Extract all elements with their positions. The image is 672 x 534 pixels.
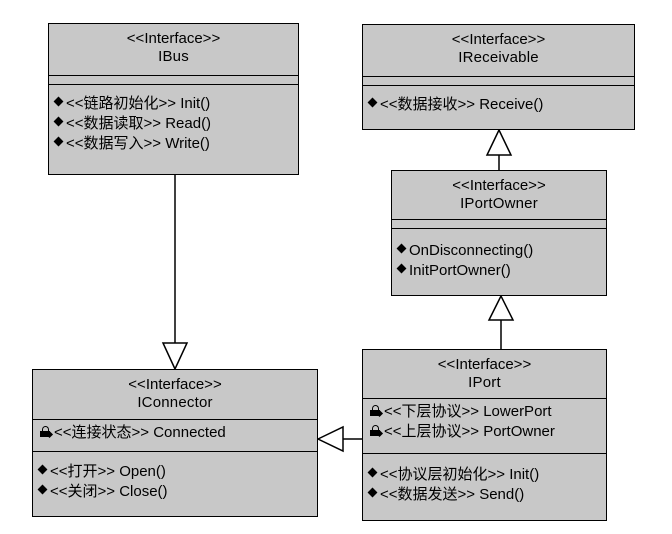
iport-separator [363,453,606,454]
ibus-header: <<Interface>> IBus [49,24,298,66]
iconnector-header: <<Interface>> IConnector [33,370,317,412]
iport-attributes: <<下层协议>> LowerPort <<上层协议>> PortOwner [369,402,602,442]
iportowner-triangle-arrow [487,294,515,321]
iconnector-attributes: <<连接状态>> Connected [39,423,313,443]
ireceivable-separator [363,76,634,77]
public-operation-icon [396,243,407,253]
public-operation-icon [367,487,378,497]
iportowner-operations: OnDisconnecting() InitPortOwner() [396,241,602,281]
iport-interface[interactable]: <<Interface>> IPort <<下层协议>> LowerPort <… [362,349,607,521]
iportowner-separator [392,219,606,220]
public-operation-icon [367,467,378,477]
protected-attribute-icon [369,425,384,438]
iport-header: <<Interface>> IPort [363,350,606,392]
public-operation-icon [396,263,407,273]
ibus-stereotype: <<Interface>> [126,30,221,47]
iconnector-attribute: <<连接状态>> Connected [39,423,313,443]
iconnector-side-triangle-arrow [316,425,344,453]
ireceivable-name: IReceivable [458,49,539,66]
ibus-operations: <<链路初始化>> Init() <<数据读取>> Read() <<数据写入>… [53,94,294,154]
ibus-name: IBus [158,48,189,65]
iconnector-separator [33,419,317,420]
iconnector-name: IConnector [137,394,213,411]
ireceivable-interface[interactable]: <<Interface>> IReceivable <<数据接收>> Recei… [362,24,635,130]
iport-stereotype: <<Interface>> [437,356,532,373]
iport-operation: <<协议层初始化>> Init() [367,465,602,485]
protected-attribute-icon [369,405,384,418]
iportowner-interface[interactable]: <<Interface>> IPortOwner OnDisconnecting… [391,170,607,296]
iportowner-header: <<Interface>> IPortOwner [392,171,606,213]
ibus-separator [49,84,298,85]
ireceivable-stereotype: <<Interface>> [451,31,546,48]
ibus-operation: <<链路初始化>> Init() [53,94,294,114]
iconnector-interface[interactable]: <<Interface>> IConnector <<连接状态>> Connec… [32,369,318,517]
iport-operations: <<协议层初始化>> Init() <<数据发送>> Send() [367,465,602,505]
iportowner-operation: InitPortOwner() [396,261,602,281]
ireceivable-operation: <<数据接收>> Receive() [367,95,630,115]
iconnector-separator [33,451,317,452]
iportowner-operation: OnDisconnecting() [396,241,602,261]
iport-operation: <<数据发送>> Send() [367,485,602,505]
iport-attribute: <<上层协议>> PortOwner [369,422,602,442]
iport-separator [363,398,606,399]
public-operation-icon [367,97,378,107]
ibus-interface[interactable]: <<Interface>> IBus <<链路初始化>> Init() <<数据… [48,23,299,175]
iconnector-operation: <<打开>> Open() [37,462,313,482]
iport-name: IPort [468,374,501,391]
protected-attribute-icon [39,426,54,439]
iportowner-separator [392,228,606,229]
ibus-operation: <<数据写入>> Write() [53,134,294,154]
iport-attribute: <<下层协议>> LowerPort [369,402,602,422]
public-operation-icon [53,136,64,146]
iconnector-operation: <<关闭>> Close() [37,482,313,502]
iconnector-triangle-arrow [161,342,189,371]
ireceivable-triangle-arrow [485,128,513,156]
ireceivable-separator [363,85,634,86]
ireceivable-header: <<Interface>> IReceivable [363,25,634,67]
ireceivable-operations: <<数据接收>> Receive() [367,95,630,115]
public-operation-icon [53,116,64,126]
iconnector-operations: <<打开>> Open() <<关闭>> Close() [37,462,313,502]
iportowner-name: IPortOwner [460,195,538,212]
public-operation-icon [53,96,64,106]
ibus-separator [49,75,298,76]
public-operation-icon [37,464,48,474]
iconnector-stereotype: <<Interface>> [128,376,222,393]
public-operation-icon [37,484,48,494]
iportowner-stereotype: <<Interface>> [452,177,546,194]
ibus-operation: <<数据读取>> Read() [53,114,294,134]
